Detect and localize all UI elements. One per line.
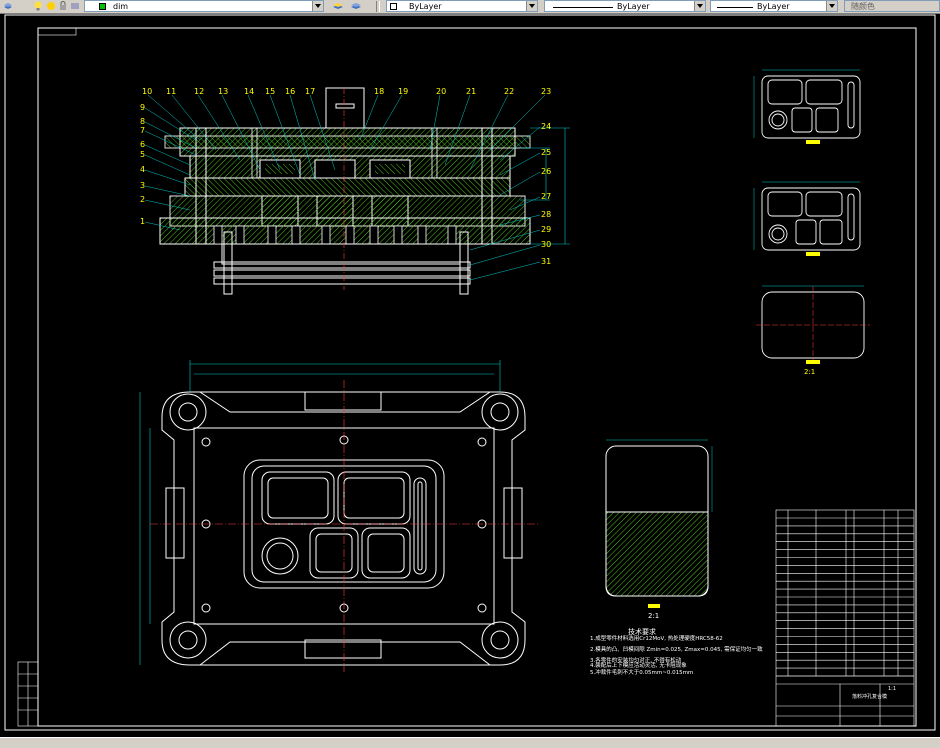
section-label: 11 [166, 87, 176, 96]
notes-title: 技术要求 [628, 627, 656, 636]
note-line: 3.各零件的安装均匀对正, 不得有松动 [590, 656, 682, 664]
drawing-frame [4, 14, 936, 731]
linetype-value: ByLayer [617, 2, 650, 11]
color-value: ByLayer [409, 2, 442, 11]
technical-notes: 技术要求 1.成型零件材料选用Cr12MoV, 热处理硬度HRC58-62 2.… [590, 627, 763, 676]
lock-icon[interactable] [58, 1, 68, 11]
layer-manager-icon[interactable] [3, 1, 13, 11]
section-label: 24 [541, 122, 551, 131]
section-label: 4 [140, 165, 145, 174]
section-label: 18 [374, 87, 384, 96]
section-label: 23 [541, 87, 551, 96]
layer-color-swatch [99, 3, 106, 10]
section-label: 2 [140, 195, 145, 204]
linetype-preview [553, 7, 613, 8]
horizontal-scrollbar[interactable] [0, 737, 940, 748]
section-label: 12 [194, 87, 204, 96]
product-view: 2:1 [605, 439, 713, 620]
note-line: 2.模具的凸、凹模间隙 Zmin=0.025, Zmax=0.045, 需保证均… [590, 645, 763, 653]
layer-previous-icon[interactable] [350, 1, 362, 11]
color-swatch [390, 3, 397, 10]
chevron-down-icon[interactable] [526, 1, 537, 11]
section-label: 10 [142, 87, 152, 96]
chevron-down-icon[interactable] [826, 1, 837, 11]
title-block-scale: 1:1 [888, 686, 896, 692]
toolbar-separator [376, 1, 380, 12]
section-label: 27 [541, 192, 551, 201]
section-label: 3 [140, 181, 145, 190]
plotstyle-value: 随颜色 [851, 2, 875, 11]
note-line: 5.冲裁件毛刺不大于0.05mm~0.015mm [590, 668, 693, 676]
section-label: 17 [305, 87, 315, 96]
section-label: 15 [265, 87, 275, 96]
lineweight-dropdown[interactable]: ByLayer [710, 0, 838, 12]
section-label: 1 [140, 217, 145, 226]
section-label: 14 [244, 87, 254, 96]
section-label: 28 [541, 210, 551, 219]
section-label: 29 [541, 225, 551, 234]
section-label: 5 [140, 150, 145, 159]
title-block: 落料冲孔复合模 1:1 [775, 509, 915, 727]
lightbulb-icon[interactable] [33, 1, 43, 11]
section-label: 30 [541, 240, 551, 249]
section-label: 19 [398, 87, 408, 96]
section-label: 8 [140, 117, 145, 126]
section-label: 6 [140, 140, 145, 149]
chevron-down-icon[interactable] [694, 1, 705, 11]
section-label: 26 [541, 167, 551, 176]
section-label: 16 [285, 87, 295, 96]
plotstyle-dropdown[interactable]: 随颜色 [844, 0, 940, 12]
product-view-scale: 2:1 [648, 612, 659, 620]
plot-icon[interactable] [70, 1, 80, 11]
part-views: 2:1 [753, 69, 870, 376]
section-label: 21 [466, 87, 476, 96]
section-label: 22 [504, 87, 514, 96]
linetype-dropdown[interactable]: ByLayer [544, 0, 706, 12]
section-label: 13 [218, 87, 228, 96]
title-block-name: 落料冲孔复合模 [852, 693, 887, 700]
layer-name: dim [113, 2, 129, 11]
section-label: 20 [436, 87, 446, 96]
section-label: 7 [140, 126, 145, 135]
note-line: 4.装配后上下模应活动灵活, 无卡阻现象 [590, 661, 687, 669]
sun-icon[interactable] [46, 1, 56, 11]
chevron-down-icon[interactable] [312, 1, 323, 11]
layer-dropdown[interactable]: dim [84, 0, 324, 12]
lineweight-preview [717, 7, 753, 8]
properties-toolbar: dim ByLayer ByLayer ByLayer 随颜色 [0, 0, 940, 14]
plan-view [139, 360, 540, 672]
section-label: 25 [541, 148, 551, 157]
lineweight-value: ByLayer [757, 2, 790, 11]
revision-strip [17, 661, 39, 727]
note-line: 1.成型零件材料选用Cr12MoV, 热处理硬度HRC58-62 [590, 634, 723, 642]
section-label: 31 [541, 257, 551, 266]
color-dropdown[interactable]: ByLayer [386, 0, 538, 12]
make-layer-current-icon[interactable] [332, 1, 344, 11]
section-label: 9 [140, 103, 145, 112]
part-view-scale: 2:1 [804, 368, 815, 376]
section-view: 10 11 12 13 14 15 16 17 18 19 20 21 22 2… [140, 87, 570, 295]
drawing-canvas[interactable]: 10 11 12 13 14 15 16 17 18 19 20 21 22 2… [0, 13, 940, 737]
